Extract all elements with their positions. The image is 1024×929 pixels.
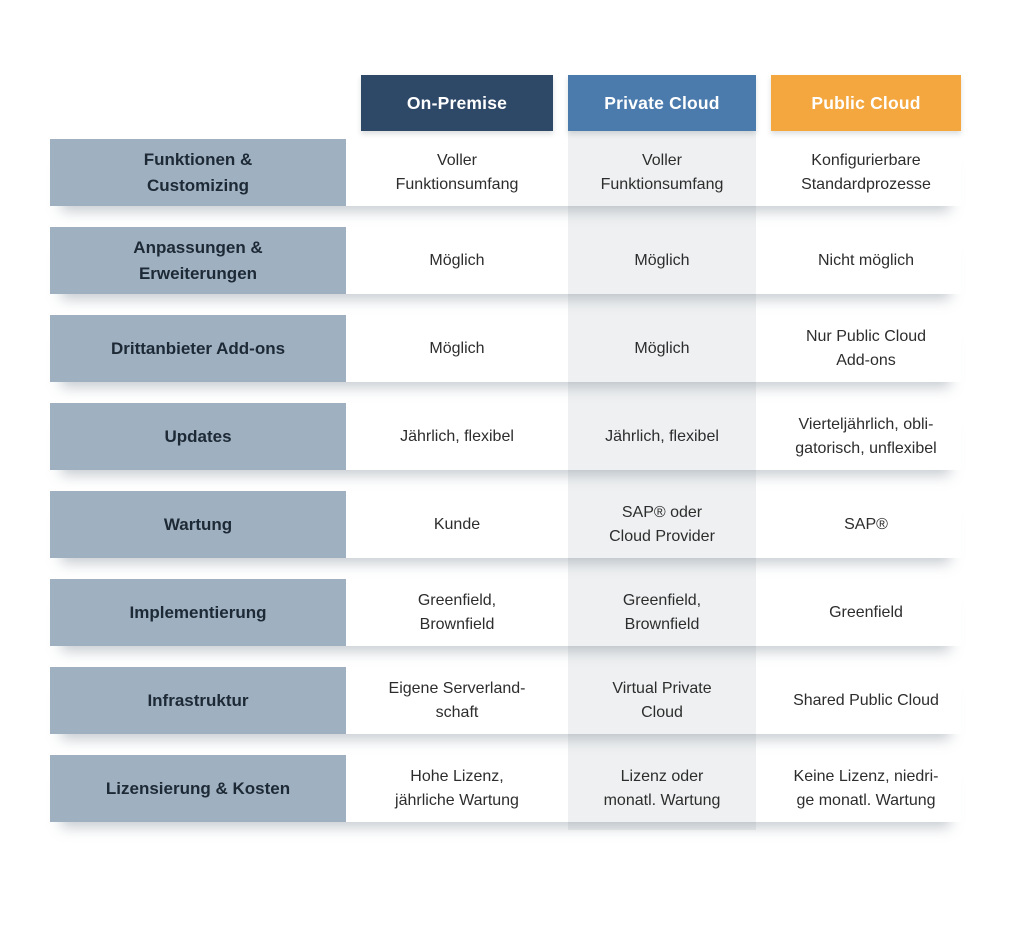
comparison-table: On-Premise Private Cloud Public Cloud Fu… <box>50 75 961 830</box>
table-row-funktionen-customizing: Funktionen & Customizing Voller Funktion… <box>50 139 961 206</box>
cell-public-cloud: SAP® <box>844 515 888 533</box>
table-row-implementierung: Implementierung Greenfield, Brownfield G… <box>50 579 961 646</box>
cell-on-premise: Voller Funktionsumfang <box>395 152 519 193</box>
row-header: Drittanbieter Add-ons <box>50 315 346 382</box>
row-header: Updates <box>50 403 346 470</box>
table-row-lizensierung-kosten: Lizensierung & Kosten Hohe Lizenz, jährl… <box>50 755 961 822</box>
table-body: Funktionen & Customizing Voller Funktion… <box>50 139 961 822</box>
row-header: Infrastruktur <box>50 667 346 734</box>
cell-on-premise: Hohe Lizenz, jährliche Wartung <box>395 768 519 809</box>
cell-public-cloud: Keine Lizenz, niedri- ge monatl. Wartung <box>793 768 939 809</box>
row-header: Wartung <box>50 491 346 558</box>
cell-private-cloud: Möglich <box>634 251 690 269</box>
column-header-on-premise: On-Premise <box>361 75 553 131</box>
table-row-drittanbieter-addons: Drittanbieter Add-ons Möglich Möglich Nu… <box>50 315 961 382</box>
cell-on-premise: Möglich <box>429 339 485 357</box>
cell-on-premise: Greenfield, Brownfield <box>417 592 497 633</box>
row-header: Implementierung <box>50 579 346 646</box>
cell-private-cloud: SAP® oder Cloud Provider <box>609 504 715 545</box>
table-row-updates: Updates Jährlich, flexibel Jährlich, fle… <box>50 403 961 470</box>
cell-private-cloud: Virtual Private Cloud <box>612 680 712 721</box>
row-header: Anpassungen & Erweiterungen <box>50 227 346 294</box>
cell-private-cloud: Voller Funktionsumfang <box>600 152 724 193</box>
cell-private-cloud: Lizenz oder monatl. Wartung <box>603 768 721 809</box>
table-header-row: On-Premise Private Cloud Public Cloud <box>50 75 961 131</box>
cell-public-cloud: Vierteljährlich, obli- gatorisch, unflex… <box>795 416 937 457</box>
cell-on-premise: Möglich <box>429 251 485 269</box>
table-row-wartung: Wartung Kunde SAP® oder Cloud Provider S… <box>50 491 961 558</box>
cell-public-cloud: Konfigurierbare Standardprozesse <box>801 152 931 193</box>
table-row-anpassungen-erweiterungen: Anpassungen & Erweiterungen Möglich Mögl… <box>50 227 961 294</box>
cell-public-cloud: Greenfield <box>829 603 903 621</box>
header-spacer <box>50 75 346 131</box>
cell-on-premise: Jährlich, flexibel <box>400 427 514 445</box>
cell-private-cloud: Greenfield, Brownfield <box>622 592 702 633</box>
cell-public-cloud: Shared Public Cloud <box>793 691 939 709</box>
row-header: Funktionen & Customizing <box>50 139 346 206</box>
cell-public-cloud: Nur Public Cloud Add-ons <box>805 328 927 369</box>
cell-on-premise: Kunde <box>433 515 481 533</box>
cell-public-cloud: Nicht möglich <box>817 251 915 269</box>
column-header-private-cloud: Private Cloud <box>568 75 756 131</box>
column-header-public-cloud: Public Cloud <box>771 75 961 131</box>
cell-private-cloud: Möglich <box>634 339 690 357</box>
cell-private-cloud: Jährlich, flexibel <box>605 427 719 445</box>
cell-on-premise: Eigene Serverland- schaft <box>388 680 526 721</box>
table-row-infrastruktur: Infrastruktur Eigene Serverland- schaft … <box>50 667 961 734</box>
private-cloud-column-band <box>568 131 756 830</box>
row-header: Lizensierung & Kosten <box>50 755 346 822</box>
